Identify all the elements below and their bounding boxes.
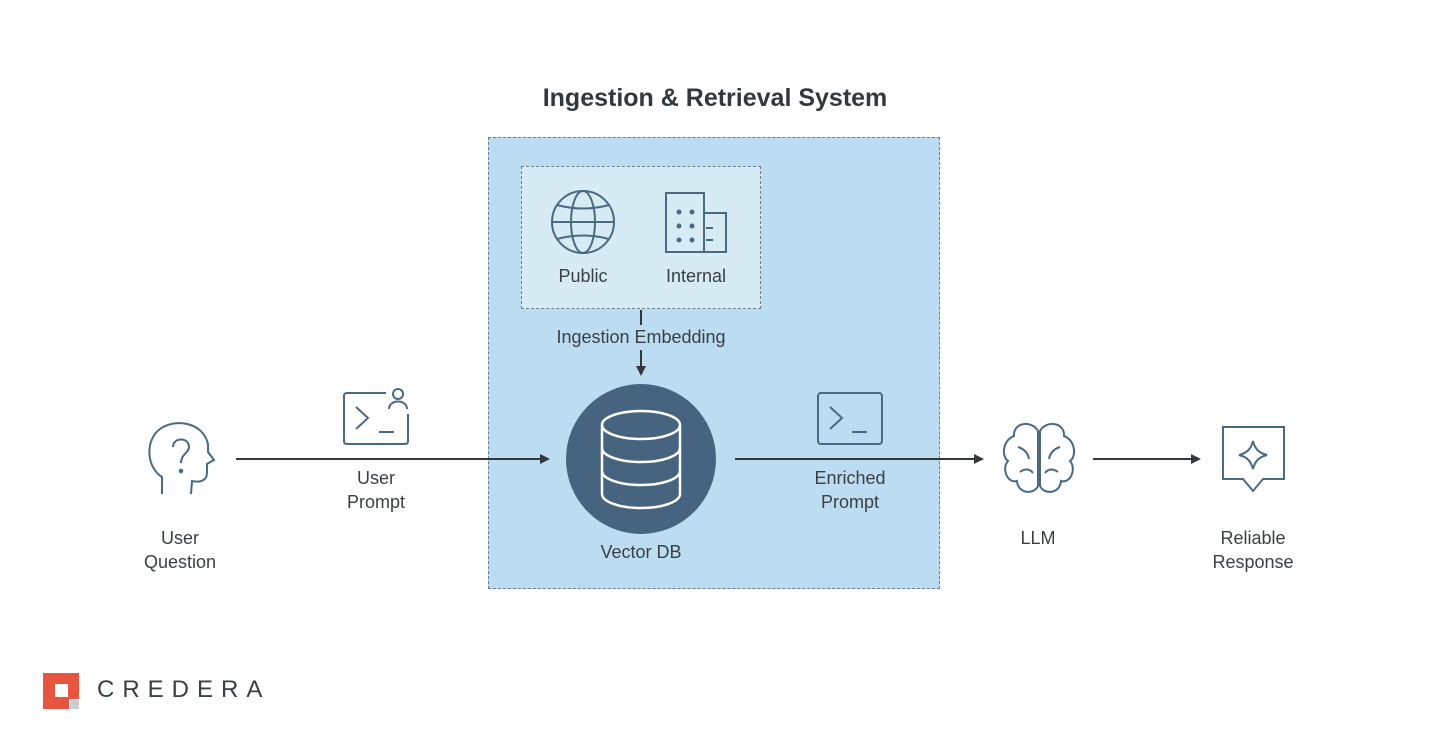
credera-wordmark: CREDERA [97,676,271,703]
globe-icon [551,190,615,254]
brain-icon [1002,423,1076,493]
credera-logo-icon [43,673,79,709]
user-prompt-label: User Prompt [346,468,406,512]
database-icon [600,409,682,510]
sparkle-bubble-icon [1222,426,1285,493]
terminal-user-icon [343,388,409,445]
building-icon [665,192,727,253]
diagram-title: Ingestion & Retrieval System [542,84,888,112]
internal-label: Internal [665,266,727,286]
head-question-icon [148,422,216,495]
public-label: Public [558,266,608,286]
llm-label: LLM [1020,528,1056,548]
ingestion-embedding-label: Ingestion Embedding [556,327,726,347]
vector-db-circle [566,384,716,534]
user-question-label: User Question [143,528,217,572]
enriched-prompt-label: Enriched Prompt [814,468,886,512]
vector-db-label: Vector DB [600,542,682,562]
terminal-icon [817,392,883,445]
reliable-response-label: Reliable Response [1212,528,1294,572]
